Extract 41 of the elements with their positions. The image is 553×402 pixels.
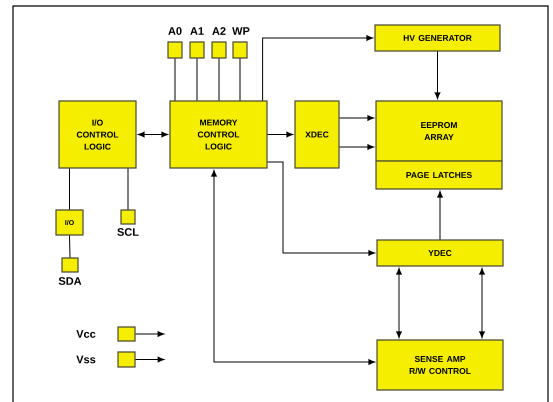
arrow	[262, 35, 373, 101]
pin-label: A1	[190, 27, 204, 35]
pin-label: A2	[212, 27, 226, 35]
pin-square	[167, 41, 183, 59]
pin-label: SDA	[58, 277, 82, 285]
pin-label: A0	[168, 27, 182, 35]
arrow	[135, 356, 164, 362]
logic-block: I/O CONTROL LOGIC	[58, 100, 137, 169]
arrow	[211, 170, 375, 365]
arrow	[339, 144, 374, 150]
arrow	[479, 268, 485, 338]
logic-block: MEMORY CONTROL LOGIC	[169, 100, 268, 169]
connector-line	[218, 58, 220, 101]
latch-block: PAGE LATCHES	[375, 160, 503, 190]
arrow	[434, 51, 440, 99]
pin-square	[232, 41, 248, 59]
generator-block: HV GENERATOR	[374, 24, 501, 52]
arrow	[396, 268, 402, 338]
arrow	[437, 191, 443, 240]
arrow	[138, 132, 168, 138]
connector-line	[69, 168, 70, 210]
arrow	[339, 115, 374, 121]
connector-line	[196, 58, 198, 101]
pin-square	[117, 326, 136, 342]
pin-label: WP	[232, 27, 250, 35]
pin-square	[189, 41, 205, 59]
pin-label: Vss	[76, 356, 96, 364]
arrow	[267, 162, 375, 256]
pin-label: Vcc	[76, 330, 96, 338]
connector-line	[174, 58, 176, 101]
pin-square	[211, 41, 227, 59]
connector-line	[69, 235, 70, 258]
pin-square	[61, 257, 79, 273]
decoder-block: XDEC	[294, 100, 340, 169]
arrow	[267, 132, 293, 138]
pin-square	[120, 209, 136, 225]
pin-label: SCL	[117, 228, 139, 236]
arrow	[135, 331, 164, 337]
pin-square	[117, 351, 136, 368]
decoder-block: YDEC	[376, 239, 504, 267]
control-block: SENSE AMP R/W CONTROL	[376, 339, 504, 391]
